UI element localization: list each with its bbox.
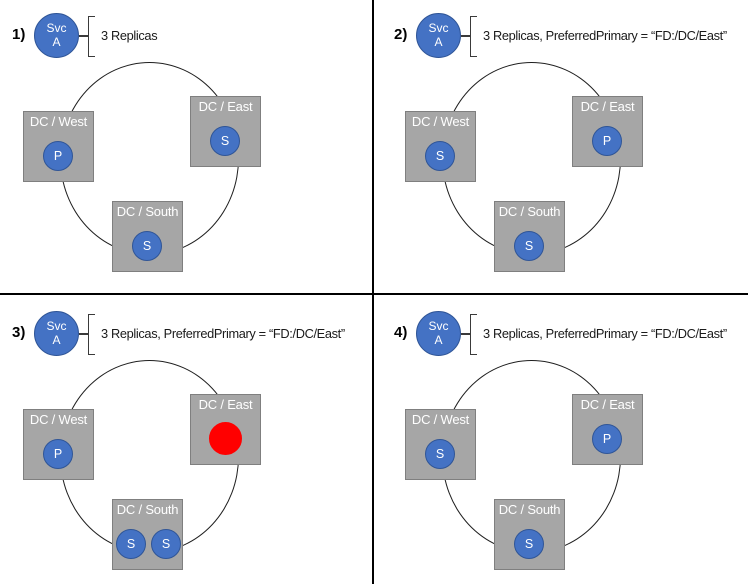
dc-south-node: DC / South S (494, 499, 565, 570)
scenario-panel-1: 1) Svc A 3 Replicas DC / West P DC / Eas… (0, 0, 374, 292)
dc-east-node: DC / East S (190, 96, 261, 167)
dc-south-node: DC / South S (494, 201, 565, 272)
connector-line (79, 333, 88, 335)
failed-replica-circle (209, 422, 242, 455)
primary-replica-circle: P (43, 439, 73, 469)
bracket-icon (470, 314, 477, 355)
node-label: DC / East (198, 397, 253, 412)
node-label: DC / South (498, 204, 561, 219)
secondary-replica-circle: S (210, 126, 240, 156)
bracket-icon (470, 16, 477, 57)
connector-line (79, 35, 88, 37)
primary-replica-circle: P (592, 424, 622, 454)
dc-east-node: DC / East P (572, 96, 643, 167)
dc-west-node: DC / West P (23, 111, 94, 182)
secondary-replica-circle: S (116, 529, 146, 559)
horizontal-divider (0, 293, 748, 295)
replica-config-text: 3 Replicas, PreferredPrimary = “FD:/DC/E… (483, 28, 727, 43)
service-node: Svc A (416, 311, 461, 356)
replica-config-text: 3 Replicas, PreferredPrimary = “FD:/DC/E… (101, 326, 345, 341)
replica-config-text: 3 Replicas (101, 28, 158, 43)
panel-number: 3) (12, 324, 26, 341)
secondary-replica-circle: S (132, 231, 162, 261)
bracket-icon (88, 16, 95, 57)
scenario-panel-3: 3) Svc A 3 Replicas, PreferredPrimary = … (0, 294, 374, 584)
dc-east-node: DC / East (190, 394, 261, 465)
panel-number: 2) (394, 26, 408, 43)
node-label: DC / East (580, 99, 635, 114)
connector-line (461, 35, 470, 37)
service-name: Svc (46, 318, 67, 333)
scenario-panel-2: 2) Svc A 3 Replicas, PreferredPrimary = … (374, 0, 748, 292)
bracket-icon (88, 314, 95, 355)
service-name: Svc (428, 20, 449, 35)
node-label: DC / West (29, 412, 88, 427)
connector-line (461, 333, 470, 335)
node-label: DC / West (29, 114, 88, 129)
replica-config-text: 3 Replicas, PreferredPrimary = “FD:/DC/E… (483, 326, 727, 341)
node-label: DC / South (116, 204, 179, 219)
service-letter: A (434, 34, 443, 49)
secondary-replica-circle: S (425, 439, 455, 469)
dc-west-node: DC / West S (405, 409, 476, 480)
node-label: DC / East (198, 99, 253, 114)
service-letter: A (434, 332, 443, 347)
service-name: Svc (428, 318, 449, 333)
service-name: Svc (46, 20, 67, 35)
primary-replica-circle: P (43, 141, 73, 171)
service-node: Svc A (34, 13, 79, 58)
dc-east-node: DC / East P (572, 394, 643, 465)
node-label: DC / South (116, 502, 179, 517)
service-node: Svc A (34, 311, 79, 356)
scenario-panel-4: 4) Svc A 3 Replicas, PreferredPrimary = … (374, 294, 748, 584)
primary-replica-circle: P (592, 126, 622, 156)
secondary-replica-circle: S (425, 141, 455, 171)
secondary-replica-circle: S (514, 231, 544, 261)
panel-number: 1) (12, 26, 26, 43)
service-node: Svc A (416, 13, 461, 58)
secondary-replica-circle: S (514, 529, 544, 559)
dc-west-node: DC / West P (23, 409, 94, 480)
vertical-divider (372, 0, 374, 584)
dc-west-node: DC / West S (405, 111, 476, 182)
node-label: DC / West (411, 412, 470, 427)
node-label: DC / East (580, 397, 635, 412)
service-letter: A (52, 332, 61, 347)
service-letter: A (52, 34, 61, 49)
node-label: DC / South (498, 502, 561, 517)
panel-number: 4) (394, 324, 408, 341)
dc-south-node: DC / South S S (112, 499, 183, 570)
dc-south-node: DC / South S (112, 201, 183, 272)
secondary-replica-circle: S (151, 529, 181, 559)
node-label: DC / West (411, 114, 470, 129)
